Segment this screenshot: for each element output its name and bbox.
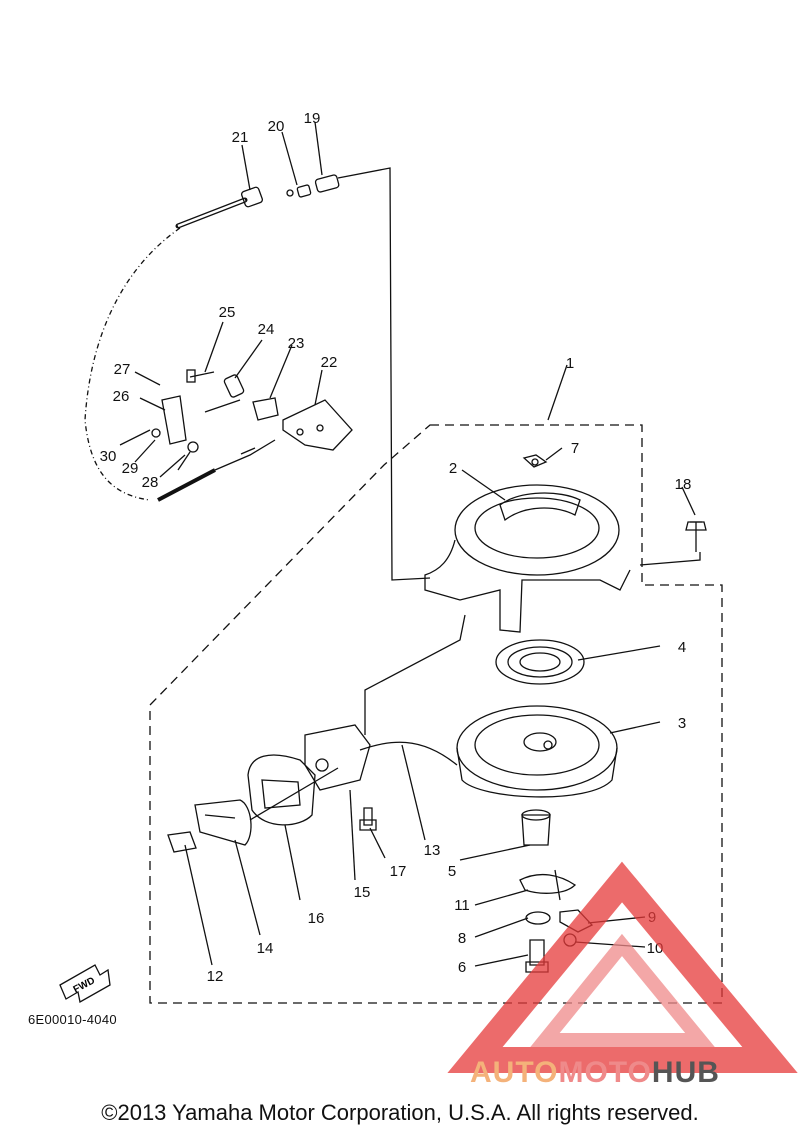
callout-16: 16 bbox=[308, 910, 325, 927]
grip-16 bbox=[247, 754, 316, 826]
handle-14 bbox=[194, 799, 252, 846]
callout-1: 1 bbox=[566, 355, 574, 372]
callout-26: 26 bbox=[113, 388, 130, 405]
callout-3: 3 bbox=[678, 715, 686, 732]
callout-11: 11 bbox=[454, 897, 470, 914]
callout-17: 17 bbox=[390, 863, 407, 880]
callout-29: 29 bbox=[122, 460, 139, 477]
spring bbox=[495, 639, 585, 685]
watermark-brand: AUTOMOTOHUB bbox=[470, 1056, 720, 1090]
clip-11 bbox=[519, 873, 577, 894]
callout-18: 18 bbox=[675, 476, 692, 493]
bracket-22 bbox=[282, 399, 353, 451]
callout-19: 19 bbox=[304, 110, 321, 127]
cable-nut bbox=[241, 186, 263, 208]
callout-15: 15 bbox=[354, 884, 371, 901]
watermark-logo bbox=[447, 861, 798, 1073]
insert-12 bbox=[167, 831, 197, 853]
fwd-arrow bbox=[59, 964, 111, 1004]
copyright-text: ©2013 Yamaha Motor Corporation, U.S.A. A… bbox=[101, 1100, 699, 1125]
cable-path-arc bbox=[84, 227, 181, 501]
callout-30: 30 bbox=[100, 448, 117, 465]
callout-20: 20 bbox=[268, 118, 285, 135]
pulley bbox=[456, 705, 618, 791]
callout-25: 25 bbox=[219, 304, 236, 321]
callout-8: 8 bbox=[458, 930, 466, 947]
callout-24: 24 bbox=[258, 321, 275, 338]
callout-27: 27 bbox=[114, 361, 131, 378]
brand-hub: HUB bbox=[651, 1056, 720, 1089]
callout-14: 14 bbox=[257, 940, 274, 957]
callout-22: 22 bbox=[321, 354, 338, 371]
callout-12: 12 bbox=[207, 968, 224, 985]
lever-23 bbox=[252, 397, 279, 421]
callout-7: 7 bbox=[571, 440, 579, 457]
callout-2: 2 bbox=[449, 460, 457, 477]
callout-21: 21 bbox=[232, 129, 249, 146]
reference-code: 6E00010-4040 bbox=[28, 1012, 117, 1027]
callout-28: 28 bbox=[142, 474, 159, 491]
brand-moto: MOTO bbox=[558, 1056, 652, 1089]
callout-13: 13 bbox=[424, 842, 441, 859]
callout-6: 6 bbox=[458, 959, 466, 976]
link-26 bbox=[161, 395, 187, 445]
bushing-5 bbox=[521, 814, 551, 846]
brand-auto: AUTO bbox=[470, 1056, 559, 1089]
starter-case bbox=[454, 484, 620, 576]
callout-4: 4 bbox=[678, 639, 686, 656]
callout-5: 5 bbox=[448, 863, 456, 880]
fwd-label: FWD bbox=[72, 975, 97, 995]
callout-23: 23 bbox=[288, 335, 305, 352]
